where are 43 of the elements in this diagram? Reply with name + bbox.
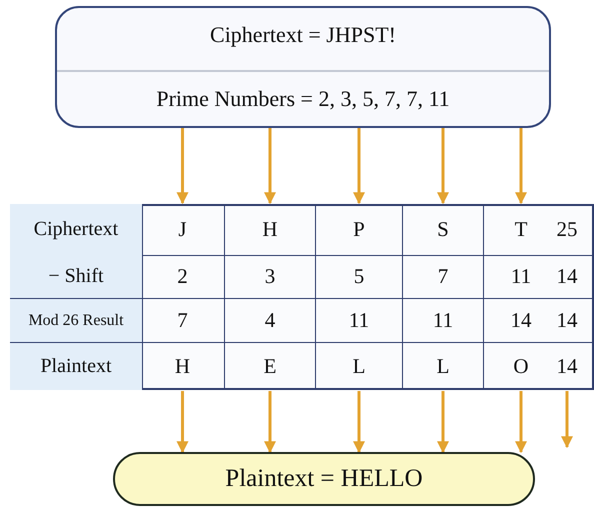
- arrow: [353, 128, 365, 204]
- table-cell-text: 14: [510, 307, 532, 334]
- arrow: [176, 391, 188, 454]
- table-cell-text: 11: [432, 307, 454, 334]
- table-cell-text: 3: [264, 262, 276, 290]
- table-cell-text: 11: [348, 307, 370, 334]
- table-cell: S: [403, 204, 483, 255]
- arrow: [264, 391, 276, 454]
- table-cell: O: [498, 343, 544, 390]
- row-header: Plaintext: [39, 354, 113, 379]
- table-cell: H: [141, 343, 224, 390]
- table-cell: 14: [544, 343, 590, 390]
- ciphertext-text: Ciphertext = JHPST!: [209, 22, 397, 48]
- arrow: [515, 128, 527, 204]
- arrow: [437, 391, 449, 454]
- table-cell-text: 4: [264, 307, 276, 334]
- table-cell-text: 14: [556, 307, 578, 334]
- row-header: Mod 26 Result: [27, 310, 125, 330]
- table-cell: L: [403, 343, 483, 390]
- input-box: [55, 6, 551, 128]
- arrow: [353, 391, 365, 454]
- table-cell-text: 2: [176, 262, 189, 290]
- arrow: [264, 128, 276, 204]
- table-cell-text: 25: [556, 216, 578, 243]
- table-cell-text: 5: [352, 262, 366, 290]
- prime-numbers-text: Prime Numbers = 2, 3, 5, 7, 7, 11: [155, 86, 451, 112]
- table-cell: E: [225, 343, 315, 390]
- table-cell-text: 14: [556, 262, 578, 290]
- table-cell: J: [141, 204, 224, 255]
- arrow: [515, 391, 527, 454]
- arrow: [437, 128, 449, 204]
- arrow: [176, 128, 188, 204]
- table-cell-text: 11: [510, 262, 532, 290]
- table-cell: P: [316, 204, 402, 255]
- table-cell: H: [225, 204, 315, 255]
- table-cell-text: 7: [176, 307, 189, 334]
- table-cell-text: 7: [436, 262, 450, 290]
- row-header: − Shift: [47, 264, 105, 288]
- arrow: [561, 391, 573, 448]
- table-cell: L: [316, 343, 402, 390]
- row-header: Ciphertext: [32, 217, 120, 242]
- result-box: Plaintext = HELLO: [113, 452, 535, 506]
- table-cell: T: [498, 204, 544, 255]
